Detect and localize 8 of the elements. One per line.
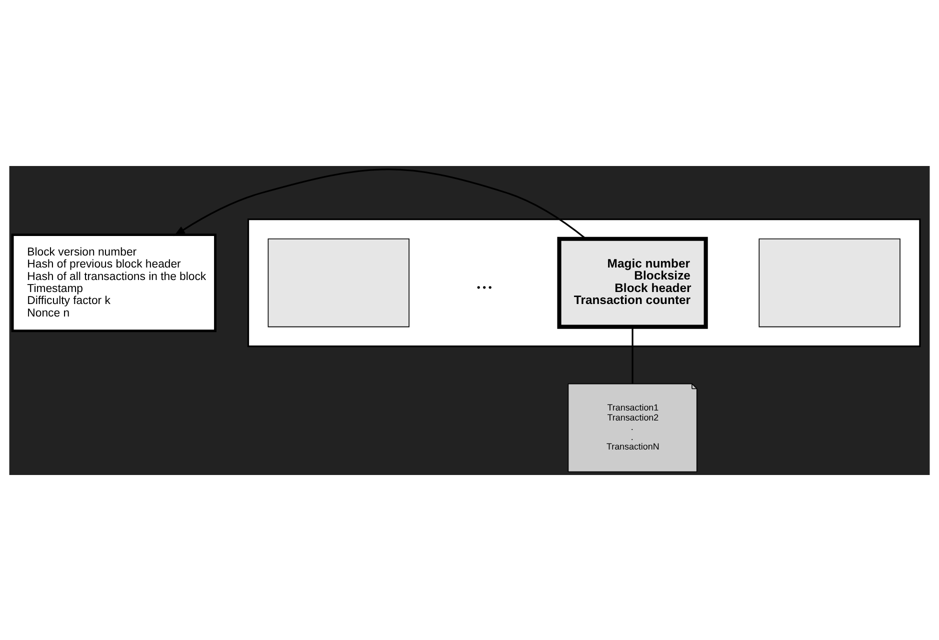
node-box	[268, 238, 410, 327]
cluster	[247, 218, 921, 347]
arrow	[174, 168, 586, 239]
node-box: Magic number Blocksize Block header Transaction counter	[557, 236, 708, 328]
connector	[632, 326, 634, 384]
label: ...	[476, 268, 493, 293]
node-box	[758, 238, 900, 327]
node-box: Block version number Hash of previous block header Hash of all transactions in the block Timestamp Difficulty factor k Nonce n	[11, 233, 216, 332]
